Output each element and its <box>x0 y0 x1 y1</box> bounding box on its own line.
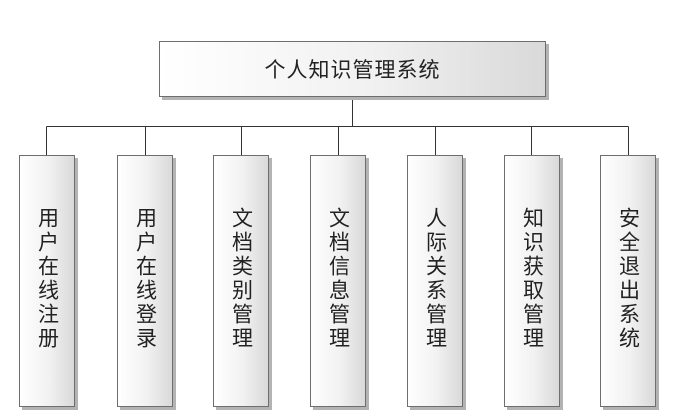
root-node: 个人知识管理系统 <box>159 41 546 97</box>
module-label: 用户在线注册 <box>35 207 60 351</box>
module-node-document-category: 文档类别管理 <box>213 155 269 407</box>
module-node-user-registration: 用户在线注册 <box>19 155 75 407</box>
module-node-knowledge-acquisition: 知识获取管理 <box>504 155 560 407</box>
module-label: 安全退出系统 <box>616 207 641 351</box>
module-label: 用户在线登录 <box>133 207 158 351</box>
module-label: 文档类别管理 <box>229 207 254 351</box>
module-label: 文档信息管理 <box>326 207 351 351</box>
root-node-label: 个人知识管理系统 <box>264 58 441 82</box>
module-node-safe-exit: 安全退出系统 <box>600 155 656 407</box>
module-label: 人际关系管理 <box>423 207 448 351</box>
module-node-document-info: 文档信息管理 <box>310 155 366 407</box>
module-node-user-login: 用户在线登录 <box>117 155 173 407</box>
module-node-relationships: 人际关系管理 <box>407 155 463 407</box>
module-label: 知识获取管理 <box>520 207 545 351</box>
